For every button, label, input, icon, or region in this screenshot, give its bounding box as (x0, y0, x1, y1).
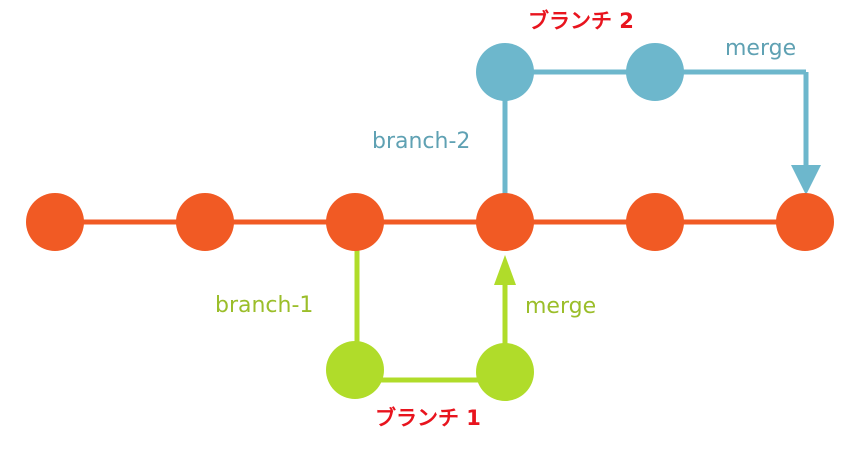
branch1-name-label: branch-1 (215, 293, 313, 318)
main-commit (626, 193, 684, 251)
branch1-commit (476, 343, 534, 401)
branch1-title: ブランチ 1 (375, 406, 481, 430)
main-commit (26, 193, 84, 251)
branch1-merge-label: merge (525, 294, 596, 319)
branch2-name-label: branch-2 (372, 129, 470, 154)
branch2-merge-label: merge (725, 36, 796, 61)
branch2-title: ブランチ 2 (528, 9, 634, 33)
main-commit (326, 193, 384, 251)
main-commit (776, 193, 834, 251)
branch2-commit (476, 43, 534, 101)
branch2-merge-arrow-icon (791, 165, 821, 195)
main-commit (476, 193, 534, 251)
branch1-merge-arrow-icon (494, 255, 516, 285)
main-commit (176, 193, 234, 251)
branch1-commit (326, 341, 384, 399)
branch2-commit (626, 43, 684, 101)
